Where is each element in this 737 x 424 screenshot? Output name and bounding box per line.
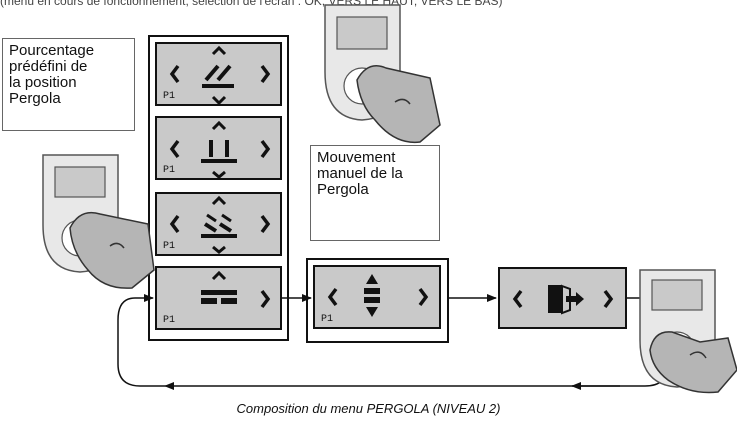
preset-note-text: Pourcentage prédéfini de la position Per… — [9, 42, 95, 107]
figure-caption: Composition du menu PERGOLA (NIVEAU 2) — [236, 401, 501, 416]
manual-tag: P1 — [321, 314, 334, 325]
chevron-right-icon[interactable] — [260, 214, 271, 234]
chevron-up-icon — [211, 195, 227, 206]
chevron-up-icon — [211, 120, 227, 131]
preset-percentage-note: Pourcentage prédéfini de la position Per… — [2, 38, 135, 131]
hand-icon — [69, 211, 155, 289]
chevron-left-icon[interactable] — [512, 289, 523, 309]
preset-tag: P1 — [163, 91, 176, 102]
preset-screens-group — [148, 35, 289, 341]
preset-tag: P1 — [163, 165, 176, 176]
chevron-right-icon[interactable] — [418, 287, 429, 307]
preset-screen-2[interactable]: P1 — [155, 116, 282, 180]
exit-door-icon — [548, 284, 584, 315]
chevron-left-icon[interactable] — [327, 287, 338, 307]
chevron-down-icon — [212, 170, 226, 179]
manual-note-text: Mouvement manuel de la Pergola — [317, 149, 403, 198]
hand-icon — [356, 65, 441, 144]
pergola-slats-icon — [201, 213, 237, 238]
chevron-right-icon[interactable] — [260, 289, 271, 309]
preset-screen-3[interactable]: P1 — [155, 192, 282, 256]
up-down-arrows-icon — [364, 274, 380, 317]
chevron-down-icon — [212, 245, 226, 254]
chevron-down-icon — [211, 95, 227, 106]
preset-tag: P1 — [163, 315, 176, 326]
chevron-left-icon[interactable] — [169, 214, 180, 234]
chevron-up-icon — [211, 45, 227, 56]
chevron-right-icon[interactable] — [260, 64, 271, 84]
preset-tag: P1 — [163, 241, 176, 252]
preset-screen-4[interactable]: P1 — [155, 266, 282, 330]
chevron-left-icon[interactable] — [169, 139, 180, 159]
return-loop-arrow — [117, 294, 669, 390]
chevron-left-icon[interactable] — [169, 64, 180, 84]
chevron-up-icon — [211, 270, 227, 281]
pergola-tilted-icon — [202, 64, 234, 88]
preset-screen-1[interactable]: P1 — [155, 42, 282, 106]
top-instruction-text: (menu en cours de fonctionnement; sélect… — [0, 0, 503, 8]
pergola-closed-icon — [201, 290, 237, 304]
manual-movement-note: Mouvement manuel de la Pergola — [310, 145, 440, 241]
hand-icon — [649, 331, 737, 394]
chevron-right-icon[interactable] — [603, 289, 614, 309]
pergola-vertical-icon — [201, 140, 237, 163]
chevron-right-icon[interactable] — [260, 139, 271, 159]
